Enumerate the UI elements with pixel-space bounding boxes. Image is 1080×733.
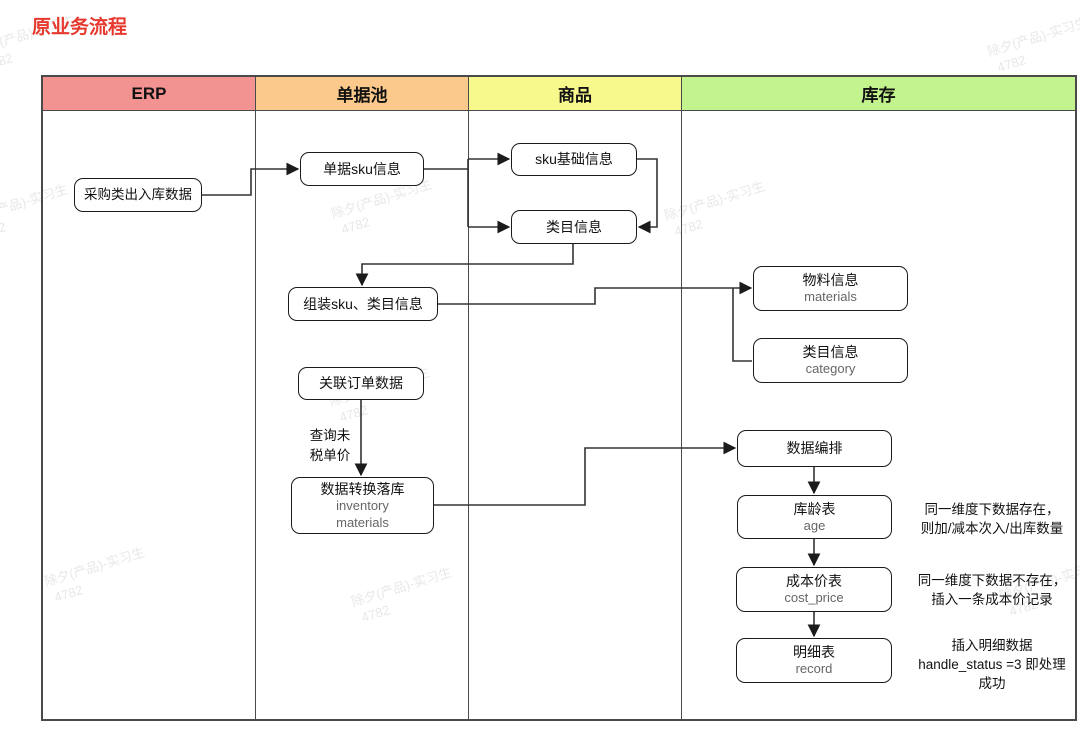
lane-body-danjuchi: [256, 111, 469, 720]
node-link-order-data: 关联订单数据: [298, 367, 424, 400]
node-order-sku-info: 单据sku信息: [300, 152, 424, 186]
node-material-info-label: 物料信息: [802, 272, 859, 289]
node-cost-price-table-label: 成本价表: [786, 573, 842, 590]
node-data-orchestration: 数据编排: [737, 430, 892, 467]
node-link-order-data-label: 关联订单数据: [319, 375, 403, 392]
edge-label-query-untaxed-price: 查询未 税单价: [309, 428, 351, 463]
annotation-record-note: 插入明细数据 handle_status =3 即处理 成功: [918, 638, 1066, 691]
node-data-transform: 数据转换落库 inventory materials: [291, 477, 434, 534]
node-assemble-sku-category: 组装sku、类目信息: [288, 287, 438, 321]
node-age-table-label: 库龄表: [793, 500, 836, 517]
node-category-info-inventory-label: 类目信息: [802, 344, 859, 361]
node-purchase-data: 采购类出入库数据: [74, 178, 202, 212]
node-data-orchestration-label: 数据编排: [786, 440, 843, 457]
node-purchase-data-label: 采购类出入库数据: [84, 187, 192, 203]
node-data-transform-sublabel2: materials: [336, 514, 389, 530]
lane-body-erp: [43, 111, 256, 720]
page-title: 原业务流程: [32, 17, 128, 38]
node-age-table-sublabel: age: [803, 517, 826, 533]
annotation-cost-note: 同一维度下数据不存在， 插入一条成本价记录: [917, 573, 1067, 607]
node-order-sku-info-label: 单据sku信息: [323, 160, 401, 177]
node-category-info-product-label: 类目信息: [546, 218, 602, 235]
lane-header-erp: ERP: [43, 77, 256, 110]
lane-header-kucun: 库存: [682, 77, 1075, 110]
node-age-table: 库龄表 age: [737, 495, 892, 539]
lane-body-shangpin: [469, 111, 682, 720]
node-cost-price-table: 成本价表 cost_price: [736, 567, 892, 612]
node-cost-price-table-sublabel: cost_price: [784, 590, 844, 606]
node-category-info-inventory: 类目信息 category: [753, 338, 908, 383]
node-data-transform-sublabel: inventory: [336, 498, 389, 514]
node-record-table-label: 明细表: [793, 644, 835, 661]
annotation-age-note: 同一维度下数据存在， 则加/减本次入/出库数量: [920, 502, 1064, 536]
node-category-info-product: 类目信息: [511, 210, 637, 244]
node-category-info-inventory-sublabel: category: [805, 361, 856, 377]
node-sku-base-info: sku基础信息: [511, 143, 637, 176]
node-record-table: 明细表 record: [736, 638, 892, 683]
node-sku-base-info-label: sku基础信息: [535, 151, 613, 168]
node-material-info-sublabel: materials: [804, 289, 857, 305]
node-data-transform-label: 数据转换落库: [320, 481, 405, 498]
lane-body-kucun: [682, 111, 1075, 720]
lane-header-row: ERP 单据池 商品 库存: [43, 77, 1075, 111]
node-assemble-sku-category-label: 组装sku、类目信息: [303, 295, 423, 312]
node-record-table-sublabel: record: [795, 661, 833, 677]
lane-body-row: [43, 111, 1075, 720]
swimlane-table: ERP 单据池 商品 库存: [41, 75, 1077, 721]
lane-header-shangpin: 商品: [469, 77, 682, 110]
node-material-info: 物料信息 materials: [753, 266, 908, 311]
lane-header-danjuchi: 单据池: [256, 77, 469, 110]
